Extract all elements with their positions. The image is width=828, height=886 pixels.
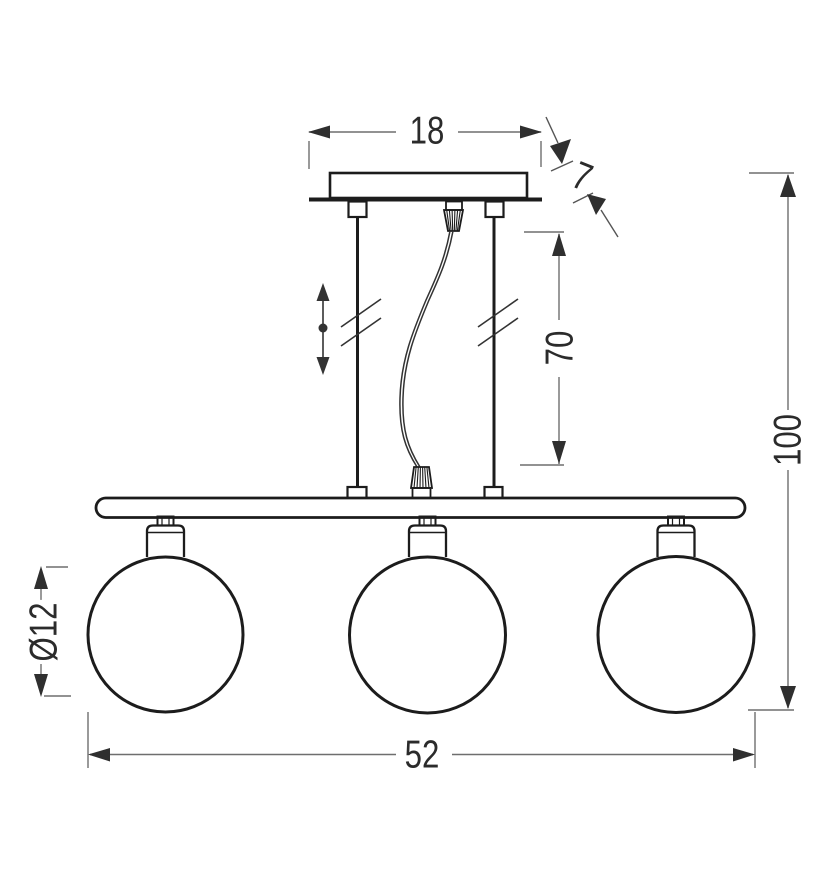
dim-globe-diameter	[34, 566, 71, 697]
fixture-bar	[94, 496, 747, 519]
arrowhead-down-icon	[552, 441, 566, 464]
ceiling-canopy	[309, 171, 542, 202]
canopy-box	[328, 171, 529, 200]
dim-label-suspension-length: 70	[539, 328, 582, 368]
arrowhead-left-icon	[88, 748, 110, 762]
lamp-socket-3	[656, 515, 696, 557]
dim-total-height	[748, 172, 796, 711]
arrowhead-down-icon	[34, 674, 48, 697]
lamp-socket-1	[145, 515, 186, 557]
lamp-socket-2	[407, 515, 448, 557]
arrowhead-right-icon	[733, 748, 755, 762]
rod-connectors-top	[347, 200, 505, 219]
power-cable	[399, 230, 454, 468]
canopy-plate	[309, 197, 542, 202]
glass-globe-3	[596, 555, 756, 714]
arrowhead-up-icon	[552, 233, 566, 256]
arrowhead-left-icon	[308, 125, 330, 139]
height-adjust-indicator	[316, 283, 330, 375]
dim-label-total-height: 100	[767, 411, 810, 469]
cable-grip-bottom	[409, 466, 434, 500]
dim-fixture-width	[87, 712, 756, 768]
arrowhead-down-icon	[780, 686, 796, 709]
dim-label-canopy-width: 18	[407, 111, 447, 151]
rod-break-marks	[340, 298, 519, 347]
glass-globe-2	[348, 555, 507, 715]
dim-label-globe-diameter: Ø12	[23, 600, 66, 664]
cable-grip-top	[442, 200, 465, 232]
arrowhead-right-icon	[520, 125, 542, 139]
adjust-arrow-down-icon	[316, 357, 330, 375]
arrowhead-up-icon	[780, 174, 796, 197]
dim-canopy-depth	[545, 116, 619, 238]
glass-globe-1	[86, 555, 245, 714]
dim-canopy-width	[308, 125, 542, 169]
dim-suspension-length	[520, 231, 566, 466]
adjust-dot	[318, 323, 328, 333]
arrowhead-up-icon	[34, 566, 48, 589]
dim-label-fixture-width: 52	[402, 735, 442, 775]
adjust-arrow-up-icon	[316, 283, 330, 301]
arrowhead-diag-lower-icon	[587, 194, 606, 215]
arrowhead-diag-upper-icon	[550, 139, 571, 164]
